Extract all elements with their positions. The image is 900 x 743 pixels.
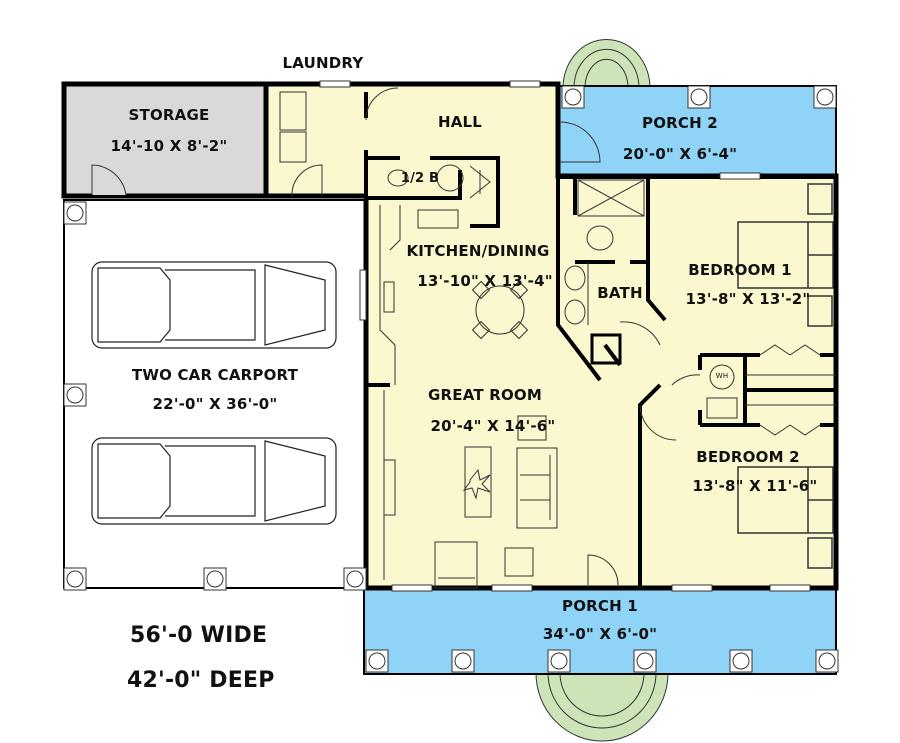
- bedroom1-label: BEDROOM 1: [688, 261, 792, 279]
- kitchen-dining-label: KITCHEN/DINING: [406, 242, 550, 260]
- porch2-label: PORCH 2: [642, 114, 718, 132]
- carport-label: TWO CAR CARPORT: [131, 366, 299, 384]
- bath-fixtures: [564, 179, 645, 365]
- windows: [319, 80, 811, 592]
- carport-dims: 22'-0" X 36'-0": [152, 395, 278, 413]
- bedroom1-dims: 13'-8" X 13'-2": [685, 290, 811, 308]
- overall-width-label: 56'-0 WIDE: [130, 623, 268, 648]
- great-room-furniture: [383, 390, 558, 589]
- porch1-area: [363, 587, 837, 675]
- dining-table: [471, 280, 529, 340]
- car-top: [91, 261, 337, 349]
- bath-label: BATH: [597, 284, 643, 302]
- columns: [63, 85, 839, 673]
- porch2-dims: 20'-0" X 6'-4": [622, 145, 738, 163]
- half-bath-label: 1/2 B: [400, 171, 440, 186]
- overall-depth-label: 42'-0" DEEP: [127, 668, 275, 693]
- door-swings: [291, 87, 821, 586]
- bedroom2-dims: 13'-8" X 11'-6": [692, 477, 818, 495]
- interior-area: [266, 84, 836, 588]
- water-heater: [706, 364, 738, 419]
- bedroom2-label: BEDROOM 2: [696, 448, 800, 466]
- great-room-label: GREAT ROOM: [428, 386, 542, 404]
- half-bath-fixtures: [387, 164, 491, 199]
- washer-dryer: [279, 91, 307, 163]
- porch1-dims: 34'-0" X 6'-0": [542, 625, 658, 643]
- hall-label: HALL: [437, 113, 483, 131]
- carport-area: [63, 199, 367, 589]
- porch2-steps: [562, 39, 651, 89]
- kitchen-counters: [379, 205, 459, 385]
- great-room-dims: 20'-4" X 14'-6": [430, 417, 556, 435]
- storage-label: STORAGE: [128, 106, 210, 124]
- kitchen-dining-dims: 13'-10" X 13'-4": [417, 272, 553, 290]
- water-heater-label: WH: [715, 372, 729, 380]
- bedroom2-bed: [737, 466, 834, 569]
- bedroom1-bed: [737, 183, 834, 327]
- porch1-label: PORCH 1: [562, 597, 638, 615]
- laundry-label: LAUNDRY: [282, 54, 364, 72]
- closet-shelves: [745, 374, 836, 406]
- car-bottom: [91, 437, 337, 525]
- porch1-steps: [535, 672, 669, 742]
- storage-dims: 14'-10 X 8'-2": [110, 137, 228, 155]
